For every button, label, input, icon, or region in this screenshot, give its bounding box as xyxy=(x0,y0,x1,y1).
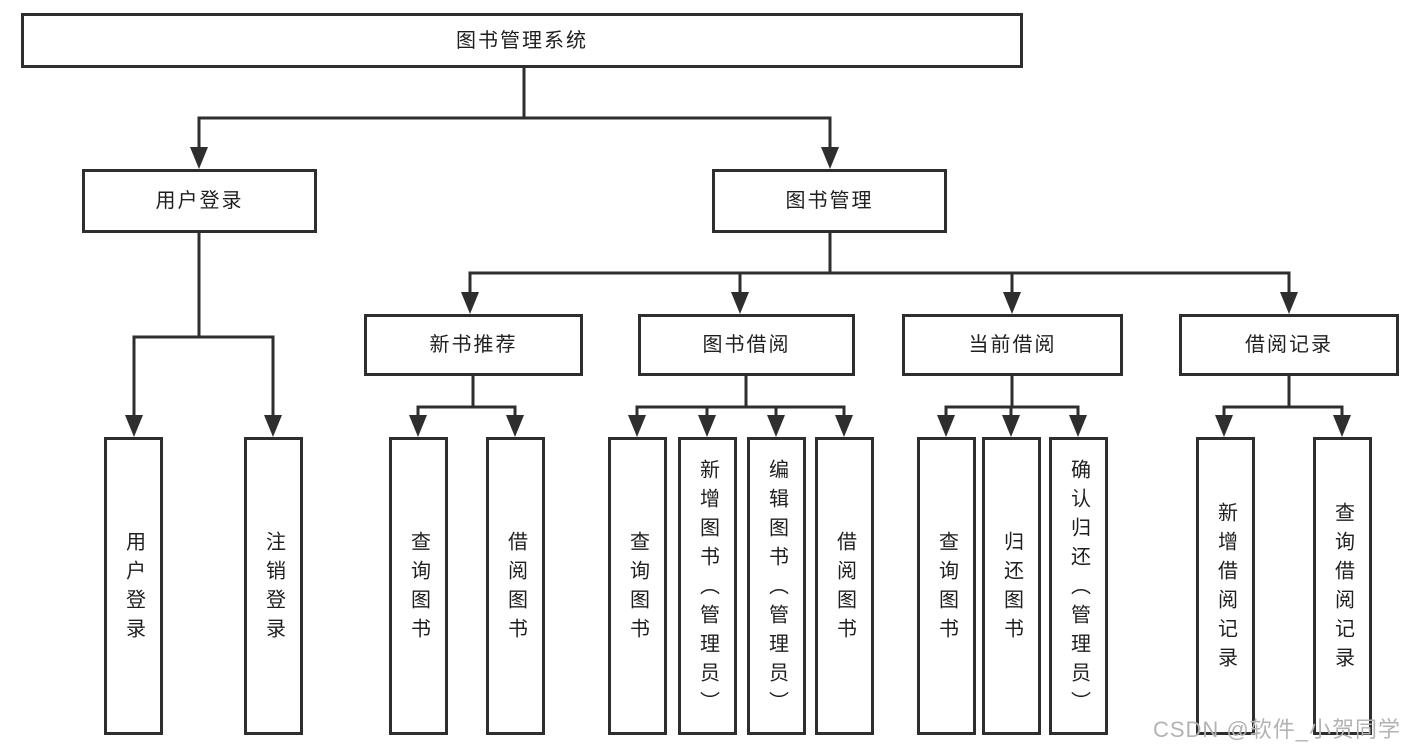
leaf-edit-books-admin: 编辑图书（管理员） xyxy=(747,437,806,735)
csdn-watermark: CSDN @软件_小贺同学 xyxy=(1152,717,1401,742)
node-borrowing-records: 借阅记录 xyxy=(1179,314,1399,376)
leaf-search-books: 查询图书 xyxy=(389,437,448,735)
leaf-confirm-return-admin: 确认归还（管理员） xyxy=(1049,437,1108,735)
leaf-search-borrow-record: 查询借阅记录 xyxy=(1313,437,1372,735)
leaf-borrow-books: 借阅图书 xyxy=(815,437,874,735)
node-book-management: 图书管理 xyxy=(712,169,947,233)
leaf-search-books: 查询图书 xyxy=(608,437,667,735)
leaf-search-books: 查询图书 xyxy=(917,437,976,735)
leaf-return-books: 归还图书 xyxy=(982,437,1041,735)
leaf-logout: 注销登录 xyxy=(244,437,303,735)
node-user-login: 用户登录 xyxy=(82,169,317,233)
node-new-book-recommendation: 新书推荐 xyxy=(364,314,583,376)
node-library-management-system: 图书管理系统 xyxy=(21,13,1023,68)
node-book-borrowing: 图书借阅 xyxy=(638,314,855,376)
leaf-add-books-admin: 新增图书（管理员） xyxy=(678,437,737,735)
arrowheads xyxy=(125,147,1351,437)
leaf-add-borrow-record: 新增借阅记录 xyxy=(1196,437,1255,735)
leaf-borrow-books: 借阅图书 xyxy=(486,437,545,735)
leaf-user-login: 用户登录 xyxy=(104,437,163,735)
node-current-borrowing: 当前借阅 xyxy=(902,314,1123,376)
connector-strokes xyxy=(132,68,1344,416)
